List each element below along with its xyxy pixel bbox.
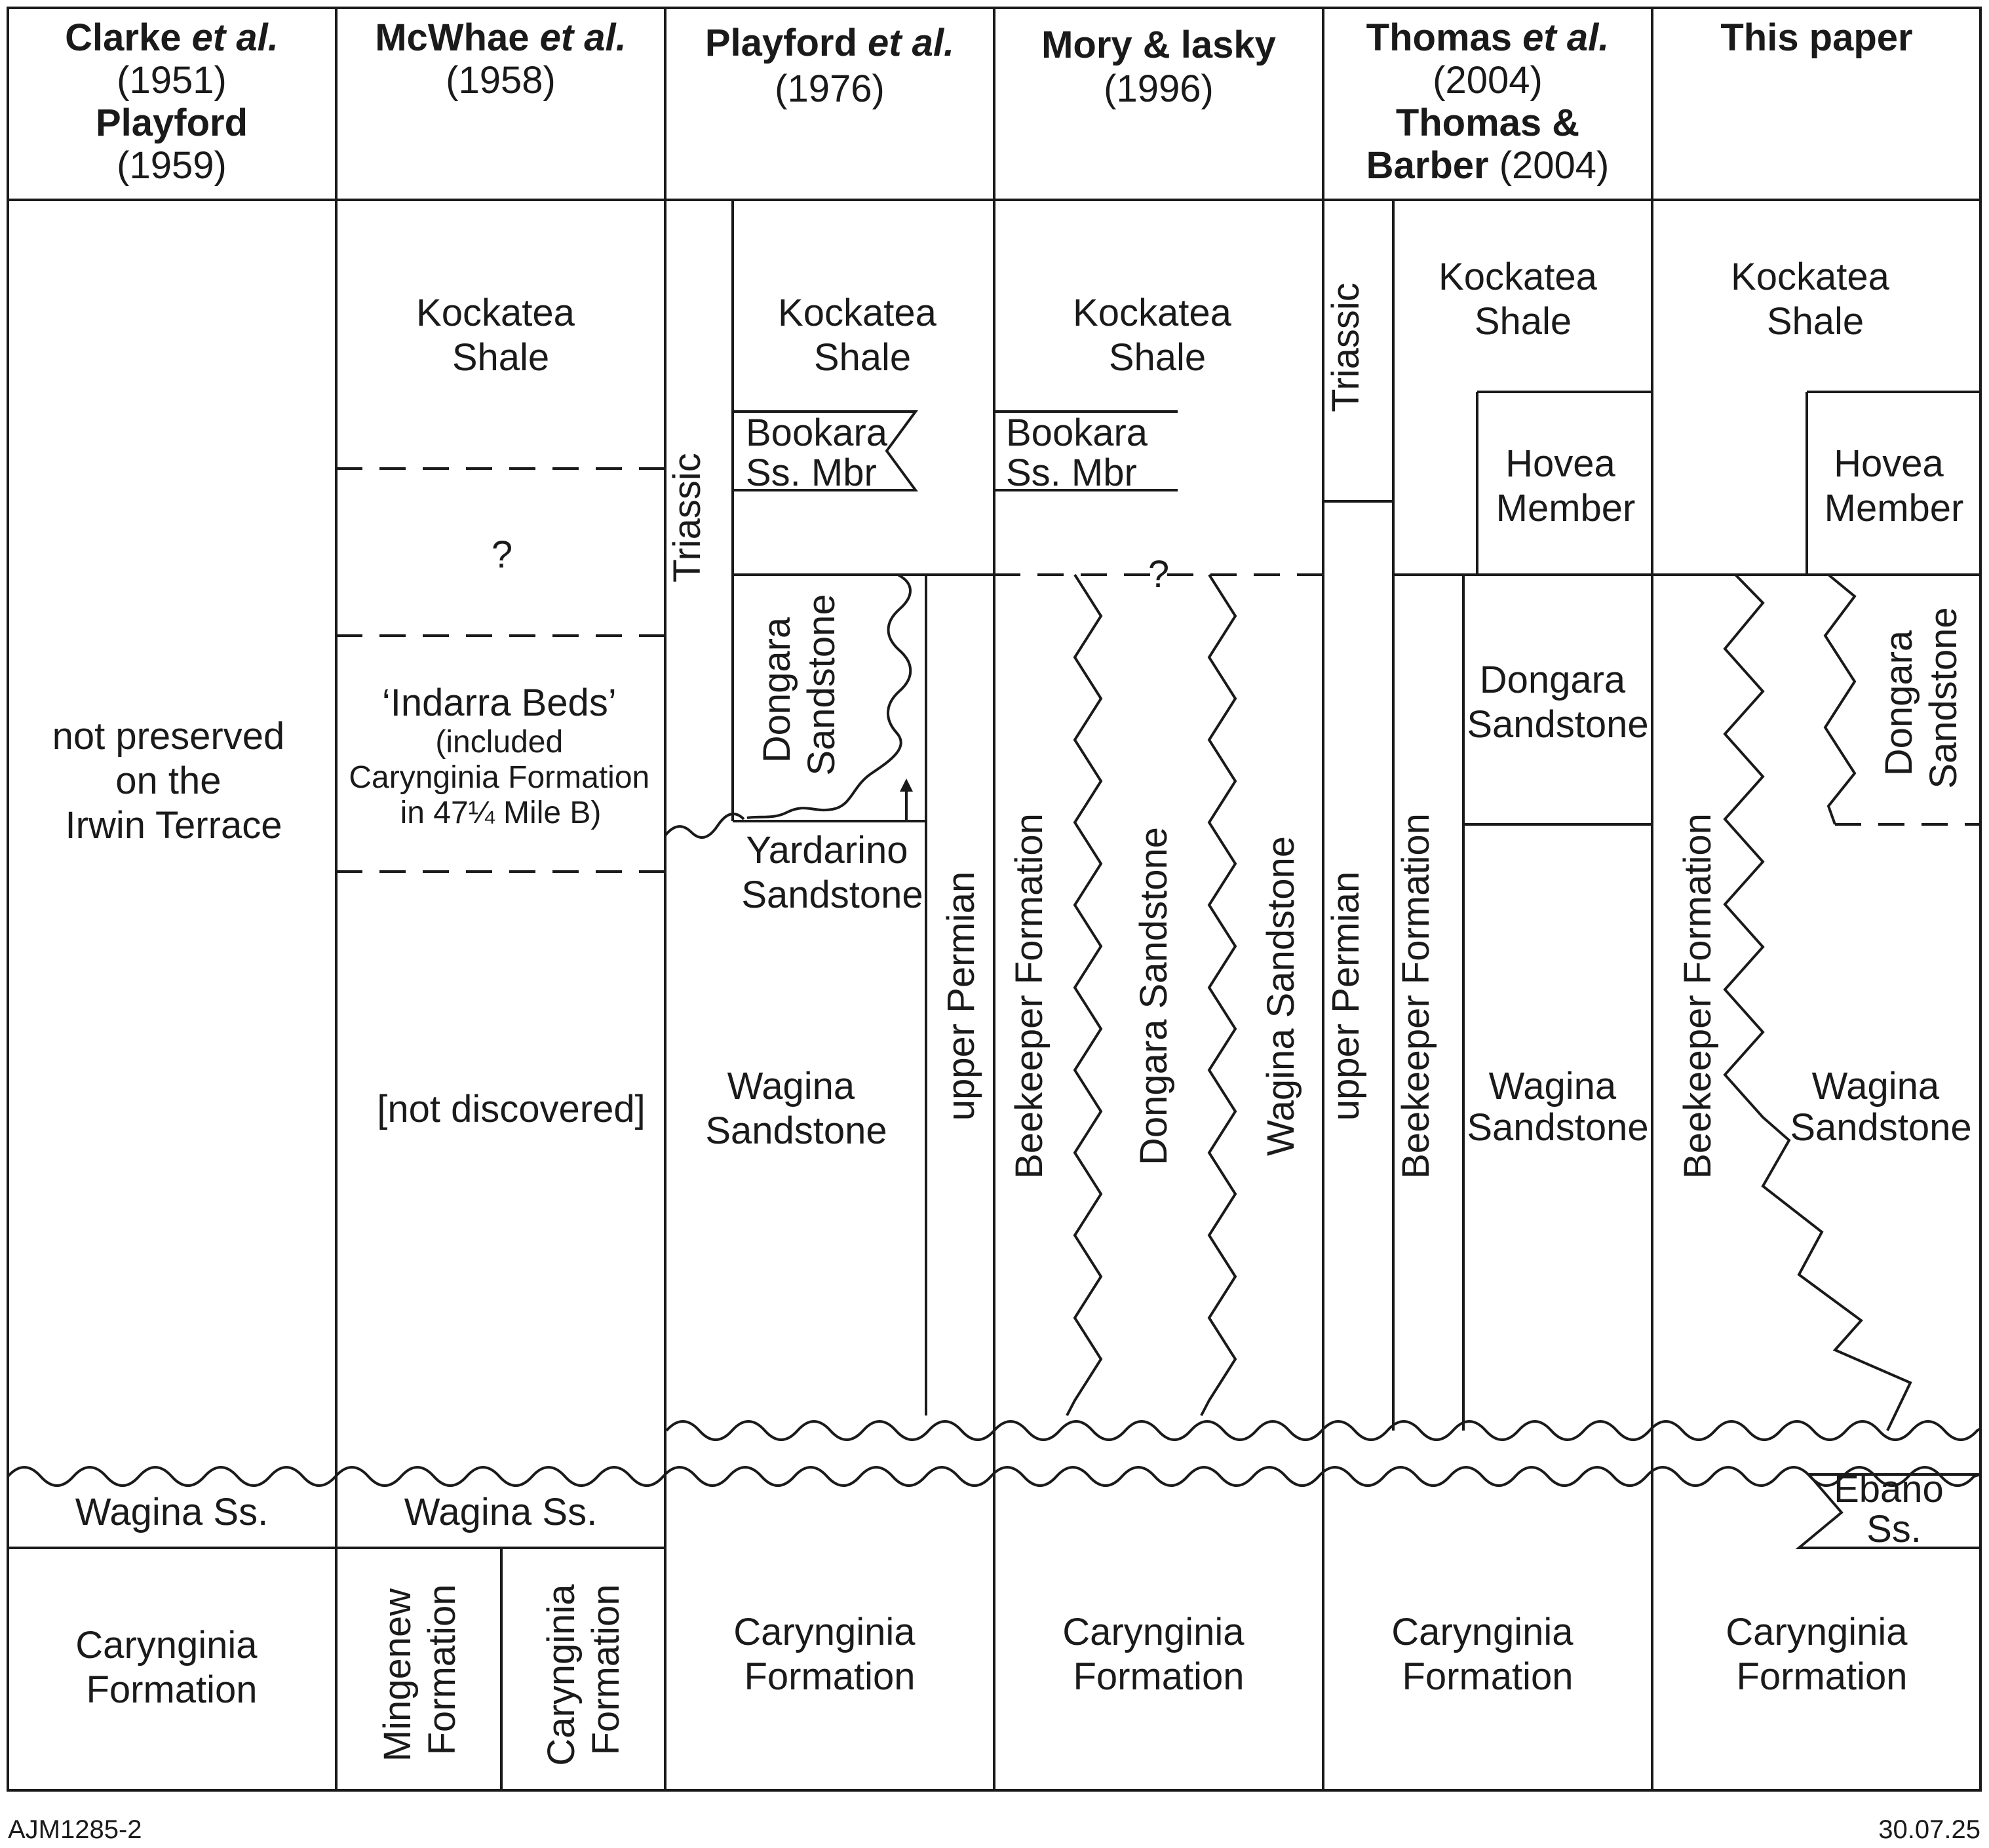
unit-dongara-sandstone: Dongara Sandstone xyxy=(1132,827,1175,1165)
header-text: Clarke xyxy=(65,16,191,59)
label-triassic: Triassic xyxy=(666,453,708,583)
header-text: (1951) xyxy=(117,59,227,102)
column-2-mcwhae: Kockatea Shale ? ‘Indarra Beds’ (include… xyxy=(336,292,665,1790)
unit-hovea-member: Hovea Member xyxy=(1825,442,1964,529)
unconformity-small xyxy=(664,813,745,839)
zigzag-facies-boundary xyxy=(1066,573,1103,1416)
unit-carynginia-formation: Carynginia Formation xyxy=(733,1611,925,1698)
unit-question: ? xyxy=(492,533,512,576)
column-5-thomas: Triassic Kockatea Shale Hovea Member upp… xyxy=(1323,200,1652,1698)
label-upper-permian: upper Permian xyxy=(1324,872,1367,1121)
header-row: Clarke et al.(1951)Playford(1959) McWhae… xyxy=(65,16,1912,187)
header-text: This paper xyxy=(1720,16,1912,59)
dongara-boundary-wavy xyxy=(746,573,912,819)
header-text: Thomas xyxy=(1366,16,1523,59)
unit-dongara-sandstone: Dongara Sandstone xyxy=(1467,659,1648,746)
header-text: Barber xyxy=(1366,144,1499,187)
header-text: McWhae xyxy=(375,16,539,59)
unit-wagina-sandstone: Wagina Sandstone xyxy=(1790,1065,1971,1149)
unit-bookara-ss-mbr: Bookara Ss. Mbr xyxy=(746,412,898,494)
unit-kockatea-shale: Kockatea Shale xyxy=(1439,256,1608,343)
unconformities xyxy=(7,1420,1982,1487)
unit-wagina-sandstone: Wagina Sandstone xyxy=(1467,1065,1648,1149)
ebano-wedge xyxy=(1795,1473,1980,1549)
unit-ebano-ss: Ebano Ss. xyxy=(1834,1468,1954,1550)
header-text: (1976) xyxy=(775,67,885,110)
unit-wagina-ss: Wagina Ss. xyxy=(404,1491,597,1533)
unit-wagina-ss: Wagina Ss. xyxy=(75,1491,268,1533)
unconformity-upper xyxy=(665,1420,1982,1441)
header-text: et al. xyxy=(540,16,627,59)
unit-kockatea-shale: Kockatea Shale xyxy=(1073,292,1242,379)
header-text: et al. xyxy=(868,22,954,64)
unit-mingenew-formation: Mingenew Formation xyxy=(376,1578,463,1762)
unit-beekeeper-formation: Beekeeper Formation xyxy=(1008,813,1051,1179)
unconformity-lower xyxy=(7,1466,1981,1487)
column-3-playford-1976: Triassic Kockatea Shale Bookara Ss. Mbr … xyxy=(664,200,994,1698)
arrow-up-icon xyxy=(900,779,913,792)
dongara-boundary-zigzag xyxy=(1823,573,1857,825)
unit-beekeeper-formation: Beekeeper Formation xyxy=(1395,813,1437,1179)
unit-question: ? xyxy=(1148,553,1169,596)
beekeeper-boundary-zigzag xyxy=(1723,573,1912,1431)
unit-hovea-member: Hovea Member xyxy=(1496,442,1636,529)
header-text: (2004) xyxy=(1433,59,1543,102)
column-4-mory-lasky: Kockatea Shale Bookara Ss. Mbr ? Beekeep… xyxy=(994,292,1323,1698)
unit-not-preserved: not preserved on the Irwin Terrace xyxy=(52,715,296,847)
unit-carynginia-formation: Carynginia Formation xyxy=(1062,1611,1254,1698)
header-text: (1996) xyxy=(1104,67,1214,110)
frame xyxy=(7,7,1982,1792)
unit-wagina-sandstone: Wagina Sandstone xyxy=(705,1065,887,1152)
bookara-wedge xyxy=(733,410,918,491)
column-1-clarke: not preserved on the Irwin Terrace Wagin… xyxy=(8,715,336,1711)
header-text: Mory & lasky xyxy=(1041,24,1276,66)
unit-bookara-ss-mbr: Bookara Ss. Mbr xyxy=(1006,412,1158,494)
unit-kockatea-shale: Kockatea Shale xyxy=(778,292,947,379)
header-text: et al. xyxy=(1522,16,1609,59)
column-header-playford-1976: Playford et al.(1976) xyxy=(705,22,954,110)
unit-kockatea-shale: Kockatea Shale xyxy=(416,292,585,379)
unit-dongara-sandstone: Dongara Sandstone xyxy=(756,594,843,775)
unit-carynginia-formation: Carynginia Formation xyxy=(540,1573,627,1765)
header-text: Thomas & xyxy=(1396,102,1579,144)
figure-date: 30.07.25 xyxy=(1878,1815,1980,1844)
unit-wagina-sandstone: Wagina Sandstone xyxy=(1260,836,1302,1156)
column-6-this-paper: Kockatea Shale Hovea Member Beekeeper Fo… xyxy=(1652,256,1980,1698)
unit-beekeeper-formation: Beekeeper Formation xyxy=(1676,813,1719,1179)
header-text: Playford xyxy=(705,22,868,64)
unit-yardarino-sandstone: Yardarino Sandstone xyxy=(741,829,923,916)
column-header-mcwhae: McWhae et al.(1958) xyxy=(375,16,627,102)
unit-carynginia-formation: Carynginia Formation xyxy=(1726,1611,1918,1698)
zigzag-facies-boundary xyxy=(1200,573,1237,1416)
unit-kockatea-shale: Kockatea Shale xyxy=(1731,256,1900,343)
header-text: (2004) xyxy=(1499,144,1610,187)
unit-carynginia: Carynginia Formation xyxy=(75,1624,267,1711)
column-header-this-paper: This paper xyxy=(1720,16,1912,59)
header-text: Playford xyxy=(96,102,248,144)
label-triassic: Triassic xyxy=(1324,282,1367,412)
column-header-thomas: Thomas et al.(2004)Thomas &Barber (2004) xyxy=(1366,16,1610,187)
label-upper-permian: upper Permian xyxy=(940,872,982,1121)
unit-not-discovered: [not discovered] xyxy=(377,1088,645,1130)
unit-dongara-sandstone: Dongara Sandstone xyxy=(1878,607,1965,788)
column-header-mory-lasky: Mory & lasky(1996) xyxy=(1041,24,1276,110)
header-text: (1958) xyxy=(446,59,556,102)
unit-indarra-beds: ‘Indarra Beds’ (included Carynginia Form… xyxy=(349,682,652,830)
header-text: et al. xyxy=(192,16,279,59)
unit-carynginia-formation: Carynginia Formation xyxy=(1391,1611,1583,1698)
header-text: (1959) xyxy=(117,144,227,187)
figure-code: AJM1285-2 xyxy=(8,1815,142,1844)
column-header-clarke-playford: Clarke et al.(1951)Playford(1959) xyxy=(65,16,279,187)
